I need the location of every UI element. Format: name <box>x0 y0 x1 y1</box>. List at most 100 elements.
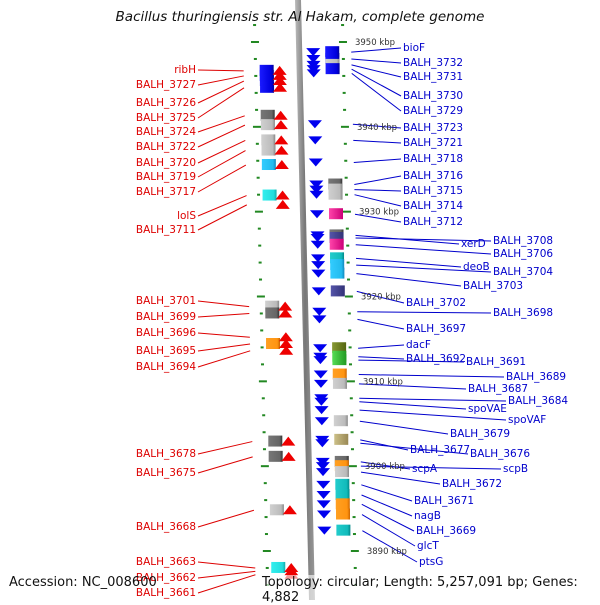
gene-label-spoVAF[interactable]: spoVAF <box>508 414 546 426</box>
gene-label-BALH_3712[interactable]: BALH_3712 <box>403 216 463 228</box>
gene-label-glcT[interactable]: glcT <box>417 540 439 552</box>
gene-label-BALH_3716[interactable]: BALH_3716 <box>403 170 463 182</box>
leader-line <box>361 503 415 532</box>
reverse-arrow-icon <box>306 48 321 57</box>
gene-label-BALH_3701[interactable]: BALH_3701 <box>136 295 196 307</box>
gene-label-BALH_3669[interactable]: BALH_3669 <box>416 525 476 537</box>
gene-label-BALH_3722[interactable]: BALH_3722 <box>136 141 196 153</box>
leader-line <box>197 312 250 318</box>
gene-label-BALH_3679[interactable]: BALH_3679 <box>450 428 510 440</box>
gene-label-BALH_3731[interactable]: BALH_3731 <box>403 71 463 83</box>
gene-label-BALH_3691[interactable]: BALH_3691 <box>466 356 526 368</box>
leader-line <box>357 318 405 330</box>
gene-label-spoVAE[interactable]: spoVAE <box>468 403 507 415</box>
gene-label-BALH_3672[interactable]: BALH_3672 <box>442 478 502 490</box>
gene-label-BALH_3695[interactable]: BALH_3695 <box>136 345 196 357</box>
forward-gene-box <box>268 435 283 447</box>
gene-label-BALH_3729[interactable]: BALH_3729 <box>403 105 463 117</box>
gene-label-BALH_3719[interactable]: BALH_3719 <box>136 171 196 183</box>
gene-label-BALH_3715[interactable]: BALH_3715 <box>403 185 463 197</box>
minor-tick-right <box>345 227 349 230</box>
gene-label-BALH_3721[interactable]: BALH_3721 <box>403 137 463 149</box>
reverse-arrow-icon <box>316 500 331 509</box>
reverse-arrow-icon <box>306 54 321 63</box>
gene-label-BALH_3720[interactable]: BALH_3720 <box>136 157 196 169</box>
gene-label-BALH_3676[interactable]: BALH_3676 <box>470 448 530 460</box>
leader-line <box>351 68 402 97</box>
gene-label-scpB[interactable]: scpB <box>503 463 528 475</box>
forward-arrow-icon <box>281 451 296 461</box>
minor-tick-left <box>260 346 264 349</box>
gene-label-BALH_3698[interactable]: BALH_3698 <box>493 307 553 319</box>
gene-label-BALH_3663[interactable]: BALH_3663 <box>136 556 196 568</box>
gene-label-BALH_3714[interactable]: BALH_3714 <box>403 200 463 212</box>
gene-label-BALH_3723[interactable]: BALH_3723 <box>403 122 463 134</box>
gene-label-BALH_3708[interactable]: BALH_3708 <box>493 235 553 247</box>
gene-label-BALH_3675[interactable]: BALH_3675 <box>136 467 196 479</box>
gene-label-ptsG[interactable]: ptsG <box>419 556 443 568</box>
reverse-arrow-icon <box>316 491 331 500</box>
leader-line <box>354 213 402 223</box>
gene-label-dacF[interactable]: dacF <box>406 339 431 351</box>
gene-label-BALH_3732[interactable]: BALH_3732 <box>403 57 463 69</box>
minor-tick-left <box>262 448 266 451</box>
gene-label-BALH_3671[interactable]: BALH_3671 <box>414 495 474 507</box>
reverse-arrow-icon <box>310 240 325 249</box>
gene-label-nagB[interactable]: nagB <box>414 510 441 522</box>
gene-label-BALH_3684[interactable]: BALH_3684 <box>508 395 568 407</box>
gene-label-lolS[interactable]: lolS <box>177 210 196 222</box>
gene-label-BALH_3727[interactable]: BALH_3727 <box>136 79 196 91</box>
gene-label-BALH_3703[interactable]: BALH_3703 <box>463 280 523 292</box>
forward-arrow-icon <box>278 332 293 342</box>
gene-label-xerD[interactable]: xerD <box>461 238 486 250</box>
minor-tick-left <box>255 108 259 111</box>
minor-tick-left <box>264 499 268 502</box>
gene-label-BALH_3725[interactable]: BALH_3725 <box>136 112 196 124</box>
gene-label-BALH_3694[interactable]: BALH_3694 <box>136 361 196 373</box>
minor-tick-right <box>347 312 351 315</box>
leader-line <box>360 465 502 470</box>
forward-gene-box <box>261 134 276 146</box>
gene-label-BALH_3702[interactable]: BALH_3702 <box>406 297 466 309</box>
reverse-arrow-icon <box>314 417 329 426</box>
gene-label-BALH_3678[interactable]: BALH_3678 <box>136 448 196 460</box>
gene-label-BALH_3706[interactable]: BALH_3706 <box>493 248 553 260</box>
gene-label-BALH_3689[interactable]: BALH_3689 <box>506 371 566 383</box>
gene-label-BALH_3699[interactable]: BALH_3699 <box>136 311 196 323</box>
gene-label-BALH_3692[interactable]: BALH_3692 <box>406 353 466 365</box>
gene-label-BALH_3662[interactable]: BALH_3662 <box>136 572 196 584</box>
gene-label-ribH[interactable]: ribH <box>174 64 196 76</box>
leader-line <box>197 150 246 178</box>
gene-label-BALH_3668[interactable]: BALH_3668 <box>136 521 196 533</box>
gene-label-bioF[interactable]: bioF <box>403 42 425 54</box>
minor-tick-right <box>352 499 356 502</box>
forward-arrow-icon <box>272 65 287 75</box>
gene-label-BALH_3730[interactable]: BALH_3730 <box>403 90 463 102</box>
gene-label-BALH_3661[interactable]: BALH_3661 <box>136 587 196 599</box>
minor-tick-right <box>350 431 354 434</box>
gene-label-deoB[interactable]: deoB <box>463 261 490 273</box>
gene-label-BALH_3677[interactable]: BALH_3677 <box>410 444 470 456</box>
gene-label-BALH_3718[interactable]: BALH_3718 <box>403 153 463 165</box>
leader-line <box>359 401 467 410</box>
gene-label-BALH_3726[interactable]: BALH_3726 <box>136 97 196 109</box>
gene-label-scpA[interactable]: scpA <box>412 463 438 475</box>
leader-line <box>197 124 246 148</box>
reverse-arrow-icon <box>313 344 328 353</box>
scale-tick-label: 3900 kbp <box>365 462 405 472</box>
leader-line <box>197 343 251 352</box>
leader-line <box>356 273 462 287</box>
leader-line <box>359 409 507 421</box>
minor-tick-left <box>259 312 263 315</box>
gene-label-BALH_3697[interactable]: BALH_3697 <box>406 323 466 335</box>
gene-label-BALH_3724[interactable]: BALH_3724 <box>136 126 196 138</box>
gene-label-BALH_3696[interactable]: BALH_3696 <box>136 327 196 339</box>
gene-label-BALH_3704[interactable]: BALH_3704 <box>493 266 553 278</box>
gene-label-BALH_3687[interactable]: BALH_3687 <box>468 383 528 395</box>
major-tick-left <box>250 41 259 43</box>
gene-label-BALH_3717[interactable]: BALH_3717 <box>136 186 196 198</box>
leader-line <box>356 264 492 273</box>
reverse-gene-box <box>328 188 343 200</box>
gene-label-BALH_3711[interactable]: BALH_3711 <box>136 224 196 236</box>
